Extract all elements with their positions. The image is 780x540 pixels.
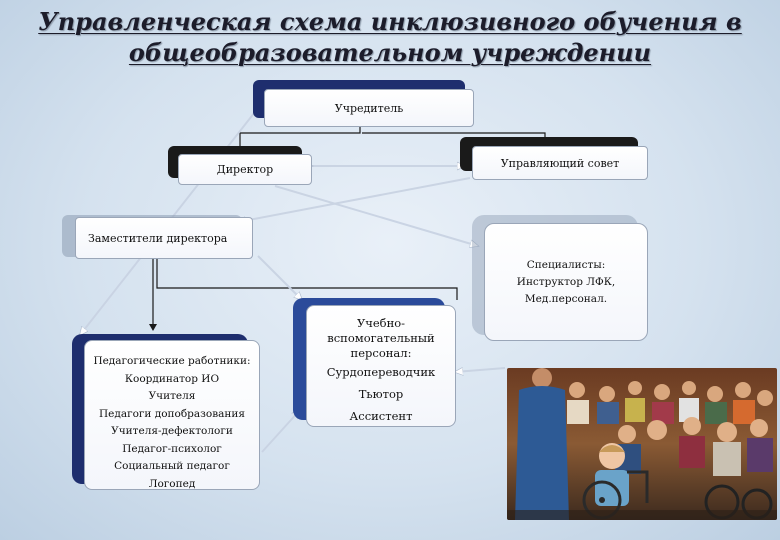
arrow-deputies-support xyxy=(257,255,302,300)
arrow-photo-support xyxy=(455,368,506,372)
specialists-line-1: Специалисты: xyxy=(526,258,606,271)
arrow-teachers-support xyxy=(261,410,300,453)
support-item: Ассистент xyxy=(349,409,413,423)
teachers-item: Учителя-дефектологи xyxy=(111,425,233,437)
founder-label: Учредитель xyxy=(334,101,404,115)
director-label: Директор xyxy=(216,163,274,176)
teachers-item: Педагог-психолог xyxy=(122,442,222,455)
support-heading-1: Учебно- xyxy=(356,316,406,330)
teachers-item: Учителя xyxy=(148,390,196,402)
teachers-item: Логопед xyxy=(148,477,196,490)
connector-deputies-down xyxy=(156,255,458,300)
teachers-box: Педагогические работники: Координатор ИО… xyxy=(84,340,260,490)
title-line-2: общеобразовательном учреждении xyxy=(128,38,652,67)
teachers-item: Социальный педагог xyxy=(114,460,230,472)
founder-box: Учредитель xyxy=(264,89,474,127)
deputies-label: Заместители директора xyxy=(88,231,228,245)
arrow-director-specialists xyxy=(274,185,478,246)
council-box: Управляющий совет xyxy=(472,146,648,180)
page-title: Управленческая схема инклюзивного обучен… xyxy=(0,6,780,68)
support-item: Тьютор xyxy=(358,387,404,401)
council-label: Управляющий совет xyxy=(500,156,620,170)
teachers-item: Координатор ИО xyxy=(124,372,220,385)
support-heading-2: вспомогательный xyxy=(327,331,435,345)
teachers-heading: Педагогические работники: xyxy=(93,355,251,367)
arrow-council-deputies xyxy=(238,177,471,222)
support-heading-3: персонал: xyxy=(350,346,412,360)
teachers-item: Педагоги допобразования xyxy=(98,407,245,420)
specialists-box: Специалисты: Инструктор ЛФК, Мед.персона… xyxy=(484,223,648,341)
director-box: Директор xyxy=(178,154,312,185)
title-line-1: Управленческая схема инклюзивного обучен… xyxy=(38,7,742,36)
support-item: Сурдопереводчик xyxy=(326,365,436,379)
deputies-box: Заместители директора xyxy=(75,217,253,259)
specialists-line-3: Мед.персонал. xyxy=(524,292,608,305)
audience-photo xyxy=(507,368,777,520)
specialists-line-2: Инструктор ЛФК, xyxy=(516,275,616,288)
support-box: Учебно- вспомогательный персонал: Сурдоп… xyxy=(306,305,456,427)
connector-founder-director xyxy=(239,122,361,150)
